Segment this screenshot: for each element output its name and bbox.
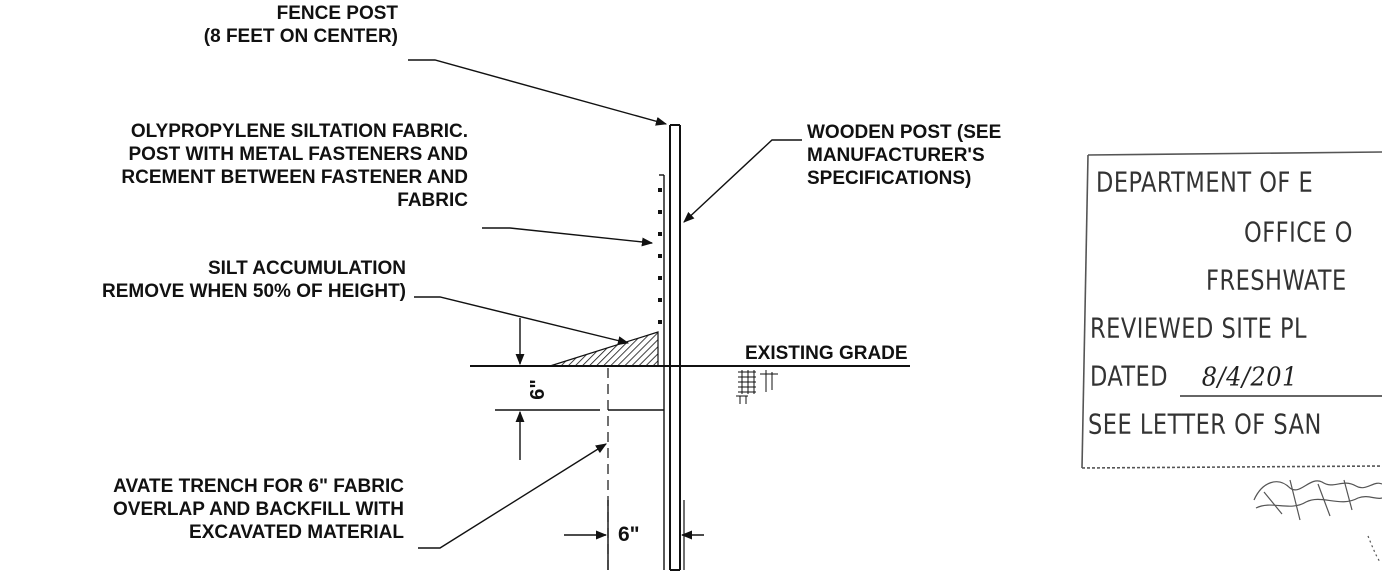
wooden-post-label: WOODEN POST (SEE MANUFACTURER'S SPECIFIC…: [807, 121, 1001, 190]
wooden-post: [669, 124, 685, 571]
trench-label-line3: EXCAVATED MATERIAL: [189, 522, 404, 543]
fabric-label-line1: OLYPROPYLENE SILTATION FABRIC.: [130, 121, 468, 142]
width-dimension: [564, 500, 704, 570]
stamp-line-department: DEPARTMENT OF E: [1096, 166, 1314, 198]
fabric-label: OLYPROPYLENE SILTATION FABRIC. POST WITH…: [121, 120, 468, 212]
wooden-post-label-line2: MANUFACTURER'S: [807, 145, 985, 166]
stamp-line-dated: DATED 8/4/201: [1090, 360, 1298, 392]
wooden-post-label-line3: SPECIFICATIONS): [807, 168, 972, 189]
siltation-fabric: [659, 174, 665, 570]
width-dimension-text: 6": [618, 523, 640, 546]
fence-post-label: FENCE POST (8 FEET ON CENTER): [204, 2, 398, 48]
wooden-post-label-line1: WOODEN POST (SEE: [807, 122, 1002, 143]
approval-stamp: DEPARTMENT OF E OFFICE O FRESHWATE REVIE…: [1086, 152, 1382, 472]
depth-dimension-text: 6": [526, 379, 549, 400]
depth-dimension: [495, 318, 600, 460]
silt-accumulation-wedge: [549, 331, 659, 367]
silt-label-line1: SILT ACCUMULATION: [207, 258, 406, 279]
soil-symbol: [736, 370, 778, 404]
silt-accumulation-label: SILT ACCUMULATION REMOVE WHEN 50% OF HEI…: [102, 257, 406, 303]
trench-label: AVATE TRENCH FOR 6" FABRIC OVERLAP AND B…: [113, 475, 404, 544]
signature-scribble: [1253, 479, 1382, 563]
metal-fasteners: [658, 188, 662, 324]
fabric-label-line3: RCEMENT BETWEEN FASTENER AND: [121, 167, 468, 188]
fence-post-label-line2: (8 FEET ON CENTER): [203, 26, 398, 47]
silt-label-line2: REMOVE WHEN 50% OF HEIGHT): [101, 281, 406, 302]
stamp-line-office: OFFICE O: [1244, 216, 1353, 248]
fence-post-label-line1: FENCE POST: [276, 3, 398, 24]
stamp-dated-value: 8/4/201: [1201, 361, 1298, 392]
approval-stamp-border: [1081, 151, 1382, 469]
leader-lines: [408, 59, 802, 549]
trench-label-line1: AVATE TRENCH FOR 6" FABRIC: [113, 476, 404, 497]
fabric-label-line2: POST WITH METAL FASTENERS AND: [128, 144, 468, 165]
stamp-line-see-letter: SEE LETTER OF SAN: [1088, 408, 1322, 440]
stamp-line-reviewed: REVIEWED SITE PL: [1090, 312, 1308, 344]
stamp-line-freshwater: FRESHWATE: [1206, 264, 1347, 296]
existing-grade-label: EXISTING GRADE: [745, 343, 908, 364]
stamp-dated-label: DATED: [1090, 360, 1169, 392]
fabric-label-line4: FABRIC: [397, 190, 468, 211]
trench-label-line2: OVERLAP AND BACKFILL WITH: [113, 499, 404, 520]
